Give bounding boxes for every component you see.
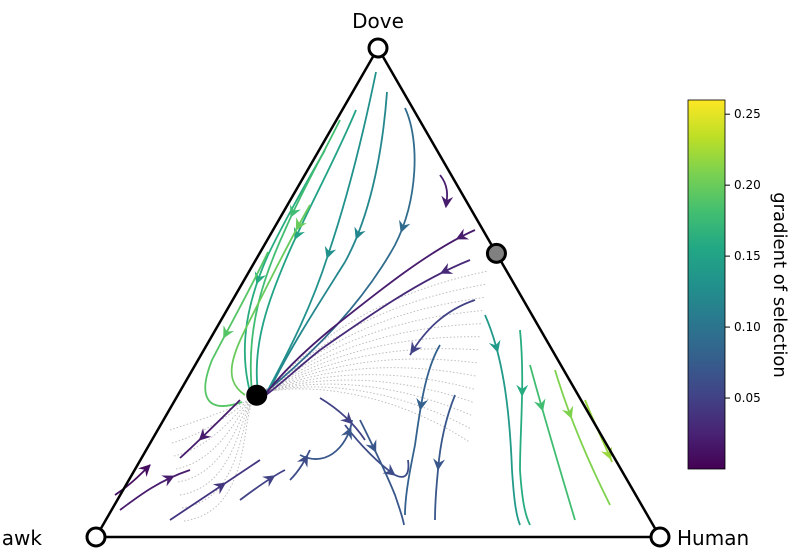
streamline-arrowhead xyxy=(138,464,151,477)
streamlines xyxy=(114,71,613,526)
gray-trajectory xyxy=(256,358,477,396)
streamline xyxy=(264,229,476,396)
colorbar-label: gradient of selection xyxy=(769,192,790,378)
streamline-arrowhead xyxy=(439,263,454,274)
streamline-arrowhead xyxy=(262,475,276,487)
streamline-arrowhead xyxy=(488,339,501,353)
gray-trajectory xyxy=(256,284,486,396)
gray-trajectory xyxy=(256,297,484,396)
streamline-arrowhead xyxy=(295,217,307,231)
streamline-arrowhead xyxy=(198,428,212,441)
gray-trajectory xyxy=(256,367,476,396)
streamline-arrowhead xyxy=(294,226,305,241)
streamline xyxy=(261,259,471,399)
streamline xyxy=(434,394,456,521)
colorbar-tick-label: 0.15 xyxy=(734,249,761,263)
colorbar-tick-label: 0.10 xyxy=(734,320,761,334)
streamline-arrowhead xyxy=(410,340,422,355)
gray-trajectories xyxy=(169,270,487,522)
gray-trajectory xyxy=(256,383,472,416)
streamline-arrowhead xyxy=(223,325,235,339)
simplex-triangle xyxy=(93,45,663,539)
streamline-arrowhead xyxy=(340,426,352,441)
streamline-arrowhead xyxy=(296,454,309,468)
gray-trajectory xyxy=(256,388,469,442)
streamline-arrowhead xyxy=(340,411,353,425)
streamline-arrowhead xyxy=(290,204,301,218)
fixed-points xyxy=(85,37,671,548)
streamline-arrowhead xyxy=(561,405,574,420)
streamline-arrowhead xyxy=(516,384,529,397)
streamline-arrowhead xyxy=(455,228,470,240)
gray-trajectory xyxy=(175,394,257,470)
streamline xyxy=(230,204,311,396)
streamline-arrowhead xyxy=(212,482,227,495)
streamline xyxy=(344,424,410,478)
fixed-point-stable xyxy=(246,384,268,406)
streamline xyxy=(169,459,261,521)
fixed-point-unstable xyxy=(649,526,671,548)
streamline xyxy=(359,419,405,526)
streamline xyxy=(409,299,476,356)
streamline xyxy=(519,329,531,526)
gray-trajectory xyxy=(256,310,483,396)
streamline xyxy=(204,251,269,407)
gray-trajectory xyxy=(171,394,257,444)
streamline-arrowhead xyxy=(600,446,612,460)
streamline-arrowhead xyxy=(324,245,337,259)
streamline-arrowhead xyxy=(533,398,546,412)
streamline-arrowhead xyxy=(354,226,366,240)
vertex-label-top: Dove xyxy=(352,9,404,33)
streamline xyxy=(261,107,416,396)
colorbar: 0.05 0.10 0.15 0.20 0.25 gradient of selecti… xyxy=(687,99,790,470)
streamline xyxy=(249,119,341,393)
streamline xyxy=(529,364,576,521)
streamline xyxy=(255,109,357,393)
streamline-arrowhead xyxy=(254,271,267,285)
streamline xyxy=(319,397,366,441)
gray-trajectory xyxy=(256,386,471,429)
streamline-arrowhead xyxy=(161,475,175,487)
streamline xyxy=(119,469,191,511)
streamline xyxy=(554,369,611,506)
vertex-label-right: Human xyxy=(677,526,749,550)
gray-trajectory xyxy=(256,374,475,396)
streamline xyxy=(179,399,241,459)
colorbar-ticks: 0.05 0.10 0.15 0.20 0.25 xyxy=(725,107,761,405)
vertex-label-left: Hawk xyxy=(0,526,42,550)
gray-trajectory xyxy=(169,394,257,431)
streamline xyxy=(404,344,441,516)
fixed-point-unstable xyxy=(367,37,389,59)
gray-trajectory xyxy=(183,394,258,522)
streamline xyxy=(484,314,521,526)
streamline-arrowhead xyxy=(365,439,377,453)
colorbar-tick-label: 0.05 xyxy=(734,391,761,405)
streamline xyxy=(299,419,353,460)
streamline xyxy=(243,149,326,393)
fixed-point-unstable xyxy=(85,526,107,548)
colorbar-tick-label: 0.20 xyxy=(734,178,761,192)
streamline-arrowhead xyxy=(399,219,411,234)
fixed-point-saddle xyxy=(485,242,507,264)
gray-trajectory xyxy=(256,379,473,403)
streamline xyxy=(271,91,388,386)
streamline xyxy=(239,469,286,501)
gray-trajectory xyxy=(256,336,480,396)
streamline-arrowhead xyxy=(433,458,446,471)
streamline-arrowhead xyxy=(441,195,454,209)
streamline-arrowhead xyxy=(416,397,429,411)
colorbar-gradient xyxy=(687,99,726,470)
colorbar-tick-label: 0.25 xyxy=(734,107,761,121)
streamline xyxy=(289,449,311,481)
gray-trajectory xyxy=(181,394,258,509)
